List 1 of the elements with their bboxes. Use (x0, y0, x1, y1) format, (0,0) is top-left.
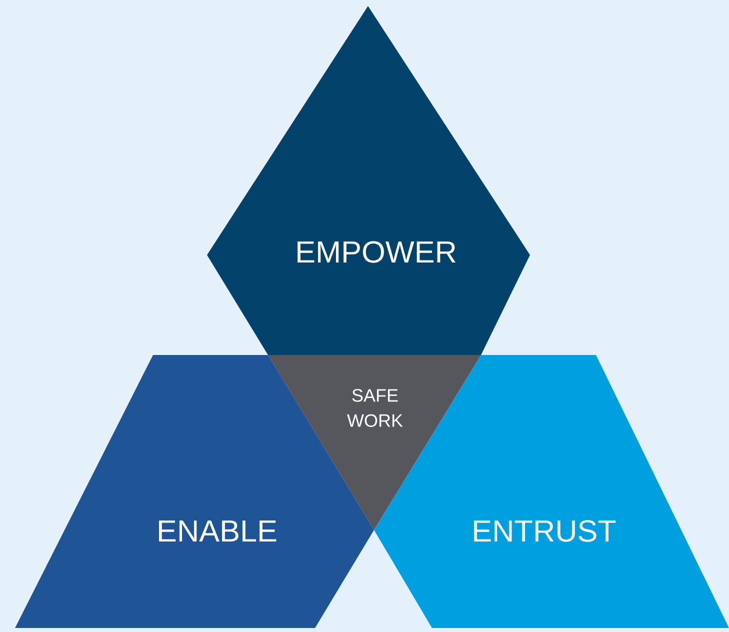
hexagon: EMPOWER (207, 6, 530, 355)
